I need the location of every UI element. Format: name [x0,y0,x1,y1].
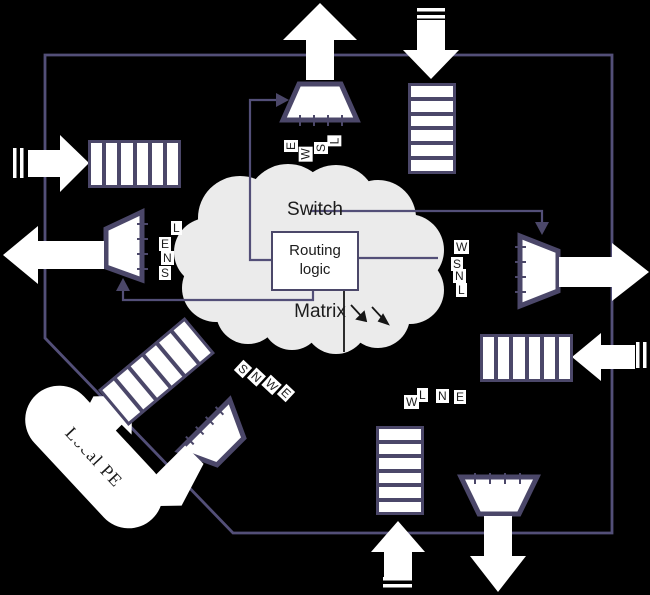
west-mux-label-l: L [171,221,182,235]
west-input-arrow [28,135,89,192]
matrix-label: Matrix [294,301,346,322]
north-input-arrow [403,20,459,79]
south-input-arrow [371,521,425,577]
south-input-fifo [376,426,424,515]
south-mux-label-l: L [417,388,428,402]
east-input-arrow [572,333,635,381]
west-input-fifo [88,140,181,188]
east-mux-label-n: N [453,269,466,283]
mux-input-ticks [137,115,526,484]
west-mux-label-e: E [159,237,172,251]
south-output-arrow [470,516,526,592]
north-input-fifo [408,83,456,174]
local-output-mux [174,395,247,468]
router-boundary [43,53,614,535]
west-mux-label-s: S [159,266,172,280]
west-output-mux [103,208,145,284]
west-mux-label-n: N [161,251,174,265]
switch-label: Switch [287,199,343,220]
control-line-north [248,98,276,262]
east-mux-label-s: S [451,257,464,271]
control-arrowheads [116,93,549,291]
north-mux-label-s: S [314,141,329,155]
south-mux-label-e: E [454,390,467,404]
control-line-east [310,209,544,223]
east-input-fifo [480,334,573,382]
south-mux-label-n: N [436,389,449,403]
north-output-arrow [283,3,357,80]
west-output-arrow [3,226,104,284]
north-mux-label-l: L [327,135,342,147]
north-mux-label-w: W [298,146,313,162]
link-continuation-marks [13,8,647,588]
south-mux-label-w: W [404,395,420,409]
routing-logic-label: Routing logic [289,242,341,278]
east-mux-label-w: W [454,240,470,254]
south-output-mux [457,474,541,517]
routing-logic-box: Routing logic [271,231,359,291]
control-line-west [121,290,315,302]
east-mux-label-l: L [456,283,467,297]
local-output-arrow [142,445,204,507]
east-output-mux [517,232,561,310]
north-mux-label-e: E [284,139,299,153]
east-output-arrow [559,243,649,301]
north-output-mux [279,81,361,123]
